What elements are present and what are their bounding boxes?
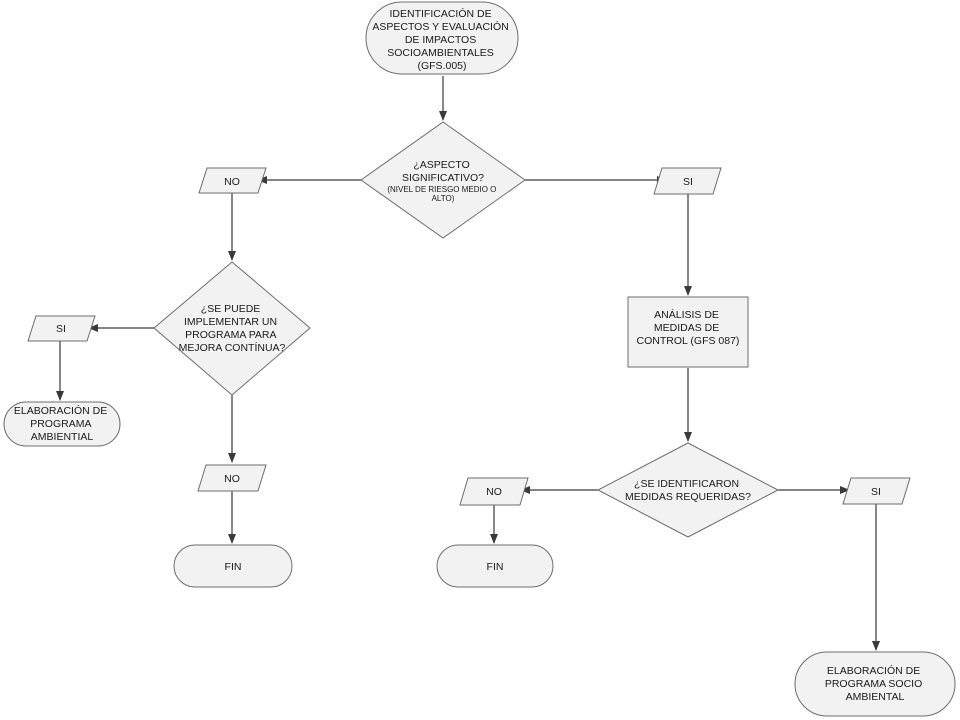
analisis-label: ANÁLISIS DE MEDIDAS DE CONTROL (GFS 087) bbox=[637, 308, 740, 347]
decision-programa-mejora: ¿SE PUEDE IMPLEMENTAR UN PROGRAMA PARA M… bbox=[153, 261, 311, 396]
svg-text:NO: NO bbox=[224, 176, 240, 188]
svg-text:FIN: FIN bbox=[225, 561, 242, 573]
elaboracion-programa-socio-ambiental-terminator: ELABORACIÓN DE PROGRAMA SOCIO AMBIENTAL bbox=[794, 651, 956, 717]
si-label-box-3: SI bbox=[842, 477, 911, 505]
decision1-label: ¿ASPECTO SIGNIFICATIVO? bbox=[402, 159, 484, 184]
no-label-box-1: NO bbox=[198, 167, 267, 194]
fin-terminator-2: FIN bbox=[436, 544, 554, 588]
elaboracion-programa-ambiental-terminator: ELABORACIÓN DE PROGRAMA AMBIENTIAL bbox=[3, 401, 121, 447]
elab2-label: ELABORACIÓN DE PROGRAMA SOCIO AMBIENTAL bbox=[825, 664, 925, 703]
svg-text:FIN: FIN bbox=[487, 561, 504, 573]
svg-text:SI: SI bbox=[683, 176, 693, 188]
si-label-box-1: SI bbox=[653, 167, 722, 195]
svg-text:SI: SI bbox=[871, 486, 881, 498]
no-label-box-3: NO bbox=[459, 477, 529, 506]
analisis-medidas-control-process: ANÁLISIS DE MEDIDAS DE CONTROL (GFS 087) bbox=[627, 296, 749, 368]
fin-terminator-1: FIN bbox=[173, 544, 293, 588]
svg-text:NO: NO bbox=[486, 486, 502, 498]
svg-text:NO: NO bbox=[224, 473, 240, 485]
decision3-label: ¿SE IDENTIFICARON MEDIDAS REQUERIDAS? bbox=[625, 478, 751, 503]
si-label-box-2: SI bbox=[27, 315, 96, 342]
svg-text:SI: SI bbox=[56, 323, 66, 335]
elab1-label: ELABORACIÓN DE PROGRAMA AMBIENTIAL bbox=[14, 404, 110, 443]
start-label: IDENTIFICACIÓN DE ASPECTOS Y EVALUACIÓN … bbox=[372, 7, 511, 72]
decision1-sublabel: (NIVEL DE RIESGO MEDIO O ALTO) bbox=[387, 185, 498, 203]
decision2-label: ¿SE PUEDE IMPLEMENTAR UN PROGRAMA PARA M… bbox=[179, 303, 286, 354]
connectors bbox=[56, 76, 880, 651]
start-terminator: IDENTIFICACIÓN DE ASPECTOS Y EVALUACIÓN … bbox=[365, 1, 519, 75]
no-label-box-2: NO bbox=[197, 464, 267, 492]
decision-medidas-requeridas: ¿SE IDENTIFICARON MEDIDAS REQUERIDAS? bbox=[596, 442, 780, 538]
decision-aspecto-significativo: ¿ASPECTO SIGNIFICATIVO? (NIVEL DE RIESGO… bbox=[360, 121, 526, 239]
